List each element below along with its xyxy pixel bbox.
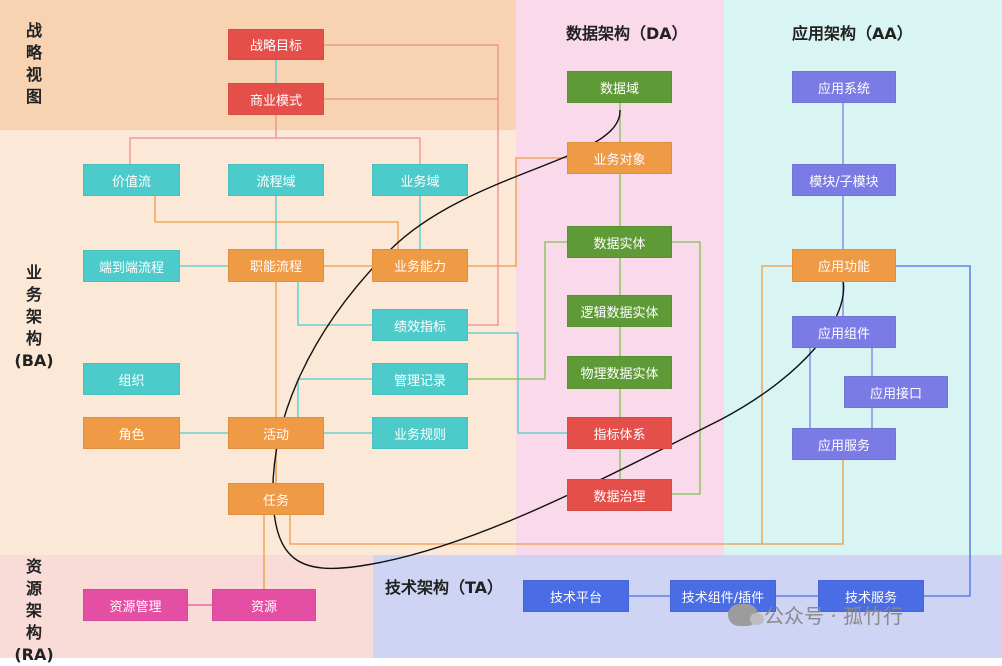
application-component-box[interactable]: 应用组件 (792, 316, 896, 348)
role-box[interactable]: 角色 (83, 417, 180, 449)
business-domain-box[interactable]: 业务域 (372, 164, 468, 196)
wechat-icon (728, 603, 764, 626)
performance-indicator-box[interactable]: 绩效指标 (372, 309, 468, 341)
business-rule-box[interactable]: 业务规则 (372, 417, 468, 449)
resource-zone-label: 资 源 架 构 (RA) (14, 557, 54, 664)
strategy-zone-label: 战 略 视 图 (25, 21, 42, 106)
application-interface-box[interactable]: 应用接口 (844, 376, 948, 408)
watermark: 公众号 · 孤竹行 (728, 600, 903, 629)
tech-component-box[interactable]: 技术组件/插件 (670, 580, 776, 612)
physical-data-entity-box[interactable]: 物理数据实体 (567, 356, 672, 389)
application-service-box[interactable]: 应用服务 (792, 428, 896, 460)
business-model-box[interactable]: 商业模式 (228, 83, 324, 115)
organization-box[interactable]: 组织 (83, 363, 180, 395)
functional-process-box[interactable]: 职能流程 (228, 249, 324, 282)
strategic-goal-box[interactable]: 战略目标 (228, 29, 324, 60)
value-stream-box[interactable]: 价值流 (83, 164, 180, 196)
data-zone-label: 数据架构（DA） (566, 24, 688, 43)
watermark-text: 公众号 · 孤竹行 (764, 604, 904, 628)
technology-zone-label: 技术架构（TA） (385, 578, 504, 597)
application-function-box[interactable]: 应用功能 (792, 249, 896, 282)
data-domain-box[interactable]: 数据域 (567, 71, 672, 103)
tech-platform-box[interactable]: 技术平台 (523, 580, 629, 612)
management-record-box[interactable]: 管理记录 (372, 363, 468, 395)
data-entity-box[interactable]: 数据实体 (567, 226, 672, 258)
business-object-box[interactable]: 业务对象 (567, 142, 672, 174)
module-box[interactable]: 模块/子模块 (792, 164, 896, 196)
business-zone-label: 业 务 架 构 (BA) (14, 263, 54, 370)
e2e-process-box[interactable]: 端到端流程 (83, 250, 180, 282)
activity-box[interactable]: 活动 (228, 417, 324, 449)
task-box[interactable]: 任务 (228, 483, 324, 515)
application-system-box[interactable]: 应用系统 (792, 71, 896, 103)
process-domain-box[interactable]: 流程域 (228, 164, 324, 196)
data-governance-box[interactable]: 数据治理 (567, 479, 672, 511)
tech-service-box[interactable]: 技术服务 (818, 580, 924, 612)
application-zone-label: 应用架构（AA） (792, 24, 913, 43)
indicator-system-box[interactable]: 指标体系 (567, 417, 672, 449)
resource-management-box[interactable]: 资源管理 (83, 589, 188, 621)
resource-box[interactable]: 资源 (212, 589, 316, 621)
logical-data-entity-box[interactable]: 逻辑数据实体 (567, 295, 672, 327)
business-capability-box[interactable]: 业务能力 (372, 249, 468, 282)
